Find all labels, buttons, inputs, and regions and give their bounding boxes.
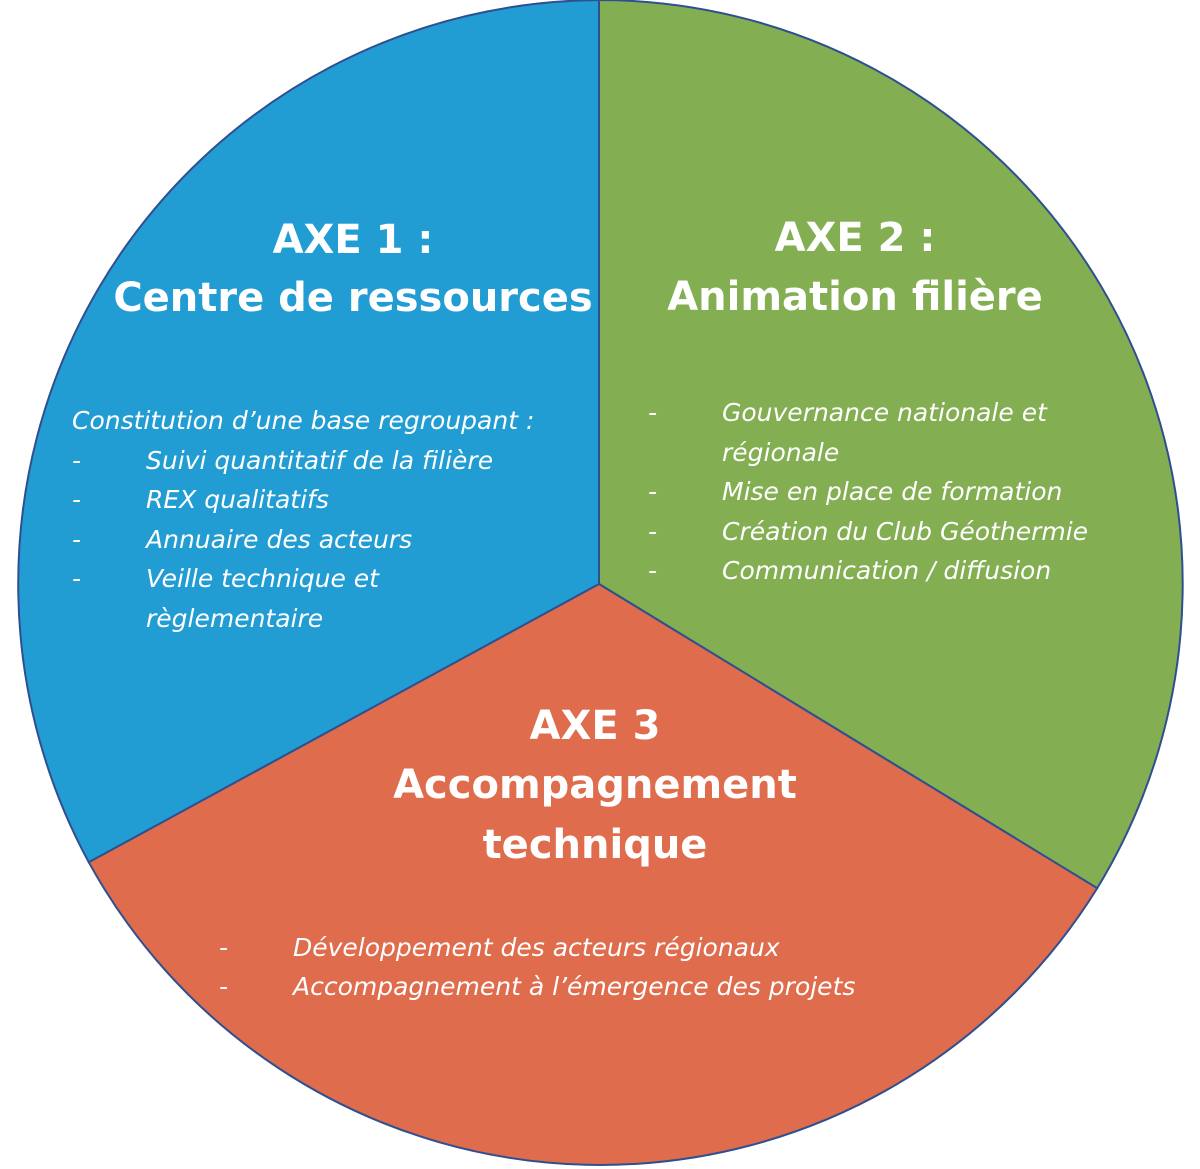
axe-1-bullet-1: -: [72, 446, 81, 475]
axe-3-item-2: Accompagnement à l’émergence des projets: [291, 972, 855, 1001]
axe-1-item-2: REX qualitatifs: [146, 485, 329, 514]
axe-1-title-line-2: Centre de ressources: [113, 275, 592, 321]
axe-1-title-line-1: AXE 1 :: [273, 217, 434, 263]
axe-1-intro: Constitution d’une base regroupant :: [72, 406, 534, 435]
axe-2-item-1-continued: régionale: [722, 438, 839, 467]
axe-1-item-3: Annuaire des acteurs: [144, 525, 412, 554]
axe-1-item-4: Veille technique et: [146, 564, 380, 593]
axe-1-bullet-2: -: [72, 485, 81, 514]
axe-3-title-line-3: technique: [483, 822, 708, 868]
axe-3-title-line-1: AXE 3: [530, 703, 661, 749]
axe-2-item-3: Création du Club Géothermie: [722, 517, 1088, 546]
axe-2-item-1: Gouvernance nationale et: [722, 398, 1048, 427]
axe-1-item-1: Suivi quantitatif de la filière: [146, 446, 493, 475]
axe-2-title-line-1: AXE 2 :: [775, 215, 936, 261]
sector-axe-2: [598, 0, 1184, 890]
axe-2-item-2: Mise en place de formation: [722, 477, 1062, 506]
axe-2-bullet-3: -: [648, 517, 657, 546]
axe-3-title-line-2: Accompagnement: [393, 762, 797, 808]
axe-2-bullet-2: -: [648, 477, 657, 506]
axe-3-item-1: Développement des acteurs régionaux: [293, 933, 780, 962]
axe-2-bullet-1: -: [648, 398, 657, 427]
axe-2-title-line-2: Animation filière: [667, 274, 1043, 320]
axe-1-bullet-3: -: [72, 525, 81, 554]
axe-1-bullet-4: -: [72, 564, 81, 593]
axe-3-bullet-1: -: [219, 933, 228, 962]
axe-1-item-4-continued: règlementaire: [146, 604, 323, 633]
sector-axe-1: [17, 0, 600, 864]
axe-2-item-4: Communication / diffusion: [722, 556, 1051, 585]
axe-3-bullet-2: -: [219, 972, 228, 1001]
axe-2-bullet-4: -: [648, 556, 657, 585]
sector-axe-3: [87, 582, 1099, 1166]
